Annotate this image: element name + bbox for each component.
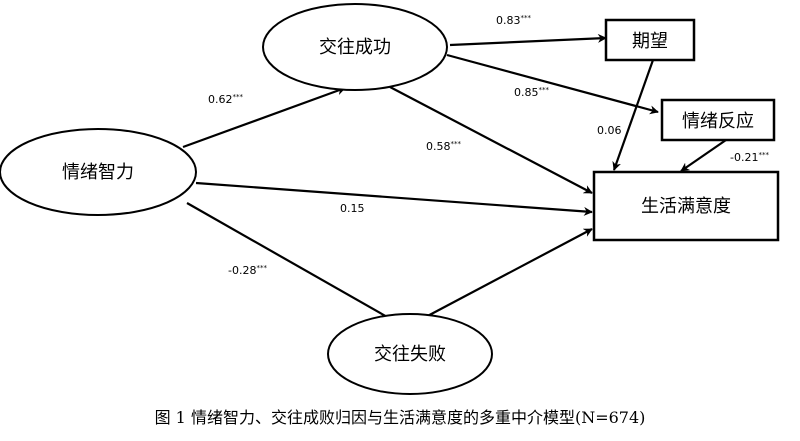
node-expectation: 期望 — [604, 18, 696, 62]
path-coefficients: 0.62*** 0.83*** 0.85*** 0.58*** 0.06 -0.… — [208, 14, 769, 277]
coef-success-to-expectation: 0.83*** — [496, 14, 532, 27]
node-label-emotional-intelligence: 情绪智力 — [62, 162, 134, 183]
node-emotional-response: 情绪反应 — [660, 98, 776, 142]
arrow-success-to-satisfaction — [389, 86, 593, 194]
node-label-emotional-response: 情绪反应 — [682, 111, 754, 132]
node-emotional-intelligence: 情绪智力 — [0, 128, 197, 216]
arrow-ei-to-satisfaction — [195, 181, 593, 216]
node-label-success-attribution: 交往成功 — [319, 37, 391, 58]
arrow-ei-to-success — [182, 86, 346, 149]
coef-ei-to-failure: -0.28*** — [228, 264, 267, 277]
arrow-expectation-to-satisfaction — [612, 59, 655, 171]
node-label-expectation: 期望 — [632, 31, 668, 52]
coef-success-to-emotion: 0.85*** — [514, 86, 550, 99]
figure-caption: 图 1 情绪智力、交往成败归因与生活满意度的多重中介模型(N=674) — [154, 408, 646, 427]
mediation-model-diagram: 情绪智力 交往成功 交往失败 期望 情绪反应 生活满意度 0.62*** 0.8… — [0, 3, 780, 395]
node-life-satisfaction: 生活满意度 — [592, 170, 780, 242]
coef-ei-to-success: 0.62*** — [208, 93, 244, 106]
arrow-emotion-to-satisfaction — [680, 139, 727, 172]
arrow-success-to-emotion — [446, 53, 659, 115]
node-failure-attribution: 交往失败 — [327, 313, 493, 395]
arrow-failure-to-satisfaction — [419, 228, 593, 321]
node-label-failure-attribution: 交往失败 — [374, 344, 446, 365]
arrow-success-to-expectation — [449, 33, 607, 47]
coef-expectation-to-satisfaction: 0.06 — [597, 124, 622, 137]
node-label-life-satisfaction: 生活满意度 — [641, 196, 731, 217]
arrow-ei-to-failure — [186, 202, 404, 327]
coef-success-to-satisfaction: 0.58*** — [426, 140, 462, 153]
path-arrows — [182, 33, 727, 327]
coef-ei-to-satisfaction: 0.15 — [340, 202, 365, 215]
coef-emotion-to-satisfaction: -0.21*** — [730, 151, 769, 164]
node-success-attribution: 交往成功 — [262, 3, 448, 91]
